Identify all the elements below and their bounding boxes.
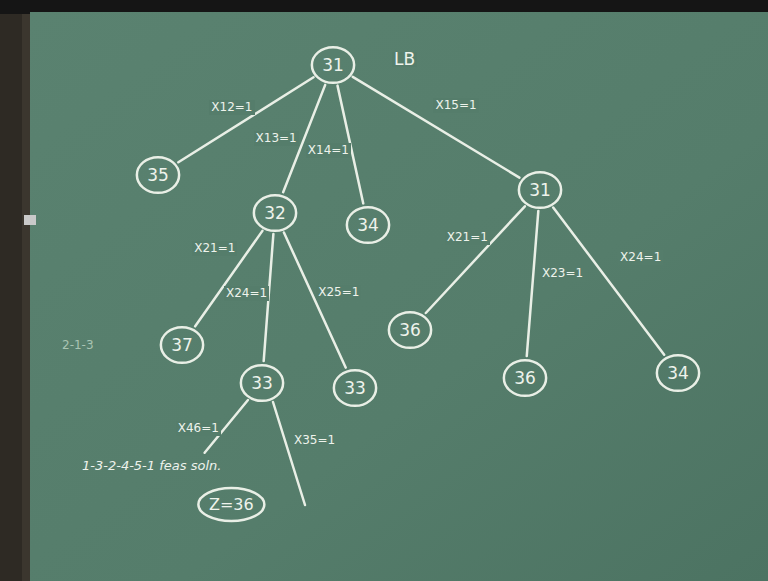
branch-label: X14=1	[306, 143, 351, 158]
lower-bound: 36	[399, 320, 421, 340]
feasible-solution: 1-3-2-4-5-1 feas soln. Z=36	[78, 455, 270, 525]
lower-bound: 34	[667, 363, 689, 383]
branch-line	[527, 211, 539, 356]
branch-line	[353, 77, 520, 178]
lower-bound: 33	[344, 378, 366, 398]
branch-label: X25=1	[316, 285, 361, 300]
lower-bound: 31	[322, 55, 344, 75]
circled-result: Z=36	[197, 487, 266, 522]
objective-value: Z=36	[209, 495, 254, 514]
branch-label: X23=1	[540, 266, 585, 281]
bound-note: LB	[392, 52, 417, 67]
bound-node: 31	[311, 46, 355, 84]
bound-node: 36	[503, 359, 547, 397]
branch-line	[553, 208, 664, 355]
branch-line	[284, 232, 346, 367]
note-text: X35=1	[292, 433, 337, 448]
branch-line	[178, 77, 313, 162]
bound-node: 35	[136, 156, 180, 194]
branch-label: X13=1	[254, 131, 299, 146]
lower-bound: 36	[514, 368, 536, 388]
branch-label: X24=1	[224, 286, 269, 301]
bound-node: 33	[333, 369, 377, 407]
lower-bound: 33	[251, 373, 273, 393]
branch-label: X12=1	[209, 100, 254, 115]
lower-bound: 34	[357, 215, 379, 235]
bound-node: 33	[240, 364, 284, 402]
note-text: 1-3-2-4-5-1 feas soln.	[82, 458, 266, 473]
branch-label: X24=1	[618, 250, 663, 265]
lower-bound: 32	[264, 203, 286, 223]
branch-line	[273, 402, 305, 505]
branch-line	[426, 206, 525, 313]
branch-label: X15=1	[433, 98, 478, 113]
bound-node: 32	[253, 194, 297, 232]
lower-bound: 35	[147, 165, 169, 185]
branch-label: X46=1	[176, 421, 221, 436]
bound-node: 34	[346, 206, 390, 244]
bound-node: 37	[160, 326, 204, 364]
lower-bound: 37	[171, 335, 193, 355]
branch-label: X21=1	[445, 230, 490, 245]
note-text: 2-1-3	[60, 338, 96, 353]
bound-node: 36	[388, 311, 432, 349]
lower-bound: 31	[529, 180, 551, 200]
branch-label: X21=1	[192, 241, 237, 256]
bound-node: 34	[656, 354, 700, 392]
bound-node: 31	[518, 171, 562, 209]
